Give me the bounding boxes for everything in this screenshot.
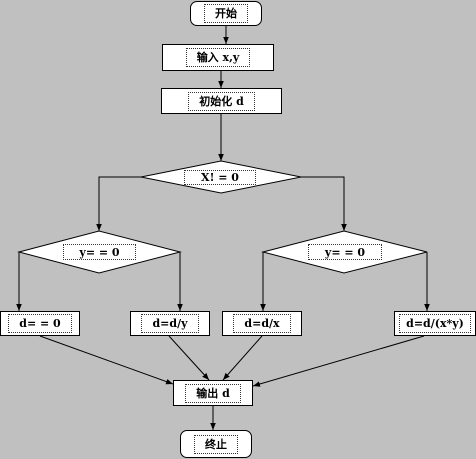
action-d-div-y-label: d=d/y [141, 314, 199, 333]
start-label: 开始 [204, 4, 248, 23]
edge-condx-right [301, 176, 347, 231]
end-terminal: 终止 [180, 430, 252, 458]
action-d-div-xy-label: d=d/(x*y) [399, 314, 471, 333]
action-d-div-y: d=d/y [130, 311, 210, 336]
start-terminal: 开始 [190, 1, 262, 26]
init-label: 初始化 d [188, 91, 255, 111]
init-box: 初始化 d [161, 88, 282, 114]
action-d-div-xy: d=d/(x*y) [394, 311, 476, 336]
edge-a2-output [168, 335, 210, 381]
edge-a3-output [222, 335, 263, 381]
edge-a4-output [252, 335, 425, 387]
action-d-div-x: d=d/x [222, 311, 302, 336]
input-box: 输入 x,y [162, 44, 274, 71]
decision-y-left-label: y= = 0 [63, 244, 136, 260]
decision-y-left: y= = 0 [19, 231, 180, 273]
decision-x: X! = 0 [141, 161, 301, 193]
output-label: 输出 d [185, 383, 241, 403]
action-d-zero-label: d= = 0 [8, 314, 72, 333]
decision-x-label: X! = 0 [184, 170, 256, 185]
edge-a1-output [39, 335, 174, 385]
input-label: 输入 x,y [185, 48, 251, 67]
decision-y-right: y= = 0 [263, 231, 427, 273]
action-d-div-x-label: d=d/x [233, 314, 291, 333]
decision-y-right-label: y= = 0 [308, 244, 382, 260]
output-box: 输出 d [173, 380, 253, 406]
action-d-zero: d= = 0 [0, 311, 80, 336]
end-label: 终止 [194, 434, 238, 454]
edge-condx-left [96, 176, 141, 231]
